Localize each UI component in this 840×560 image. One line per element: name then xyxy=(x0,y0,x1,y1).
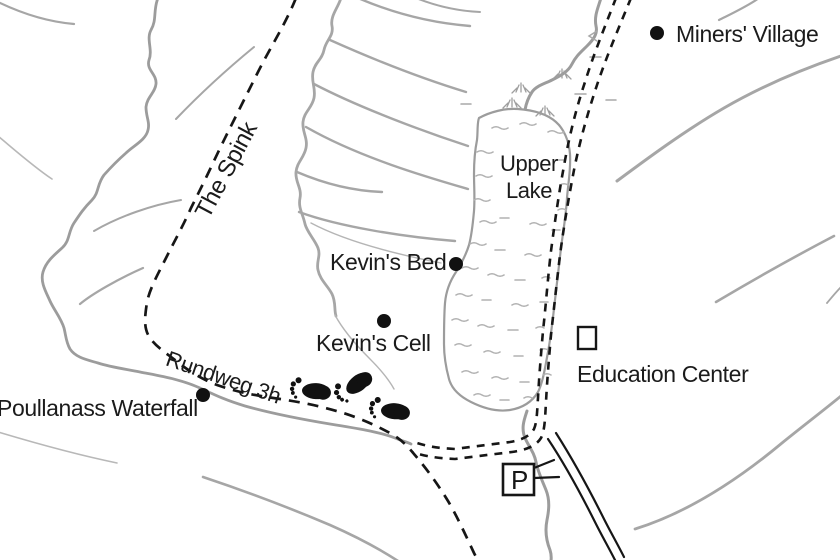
ridge-spur-line xyxy=(310,222,442,264)
hachure-line xyxy=(297,210,457,243)
contour-line xyxy=(717,0,759,22)
kevins-cell-dot-marker xyxy=(377,314,391,328)
lake-ripples xyxy=(451,121,569,401)
access-road xyxy=(532,431,626,560)
lake-inlet-stream xyxy=(522,0,602,118)
contour-line xyxy=(714,234,836,304)
parking-spur-line xyxy=(532,475,561,480)
contour-line xyxy=(78,266,145,306)
trails xyxy=(143,0,632,560)
kevins-bed-label: Kevin's Bed xyxy=(330,249,447,275)
contour-line xyxy=(0,1,76,26)
ridge-spur-line xyxy=(334,314,395,390)
contour-line xyxy=(0,431,118,464)
marsh-vegetation xyxy=(460,30,617,117)
miners-village-dot-marker xyxy=(650,26,664,40)
ridge-and-hachures xyxy=(294,0,481,390)
grass-tuft-icon xyxy=(502,97,522,109)
footprint xyxy=(368,396,410,420)
footprint xyxy=(333,372,373,403)
contour-line xyxy=(201,475,399,560)
river-stream xyxy=(40,0,413,446)
hachure-line xyxy=(328,38,468,94)
upper-lake xyxy=(442,107,572,412)
road-edge-line xyxy=(546,437,617,560)
road-edge-line xyxy=(554,431,626,559)
upper-lake-label-line1: Upper xyxy=(500,151,558,176)
contour-line xyxy=(633,395,840,531)
hachure-line xyxy=(418,0,481,13)
contour-line xyxy=(0,136,53,180)
upper-lake-shape xyxy=(442,107,572,412)
miners-village-label: Miners' Village xyxy=(676,21,819,47)
contour-line xyxy=(93,199,182,232)
stream-arrow-mark xyxy=(587,30,598,42)
kevins-cell-label: Kevin's Cell xyxy=(316,330,431,356)
spink-rundweg-trail-dashed xyxy=(143,0,480,560)
hachure-line xyxy=(304,125,470,191)
grass-tuft-icon xyxy=(511,82,531,94)
upper-lake-label-line2: Lake xyxy=(505,178,553,203)
poullanass-waterfall-label: Poullanass Waterfall xyxy=(0,395,198,421)
footprint xyxy=(289,377,331,400)
contour-line xyxy=(826,286,840,304)
hachure-line xyxy=(295,170,384,194)
poullanass-waterfall-dot-marker xyxy=(196,388,210,402)
parking-letter: P xyxy=(511,465,528,495)
contour-line xyxy=(615,54,840,183)
lakeside-track-dashed-inner xyxy=(413,0,617,451)
kevins-bed-dot-marker xyxy=(449,257,463,271)
education-center-building-icon xyxy=(576,325,598,351)
education-center-label: Education Center xyxy=(577,361,749,387)
contour-line xyxy=(175,46,255,120)
poi-markers xyxy=(196,26,664,402)
grass-tuft-icon xyxy=(552,68,572,80)
hachure-line xyxy=(312,82,470,148)
lakeside-track-dashed-outer xyxy=(411,0,632,461)
parking-square-icon xyxy=(501,462,536,497)
parking-spur-line xyxy=(532,458,556,470)
upper-lake-label: Upper Lake xyxy=(483,150,575,204)
footprints-icon xyxy=(289,372,410,420)
grass-tuft-icon xyxy=(535,105,555,117)
hachure-line xyxy=(359,0,472,28)
ridge-line xyxy=(294,0,342,318)
marsh-dash xyxy=(460,56,617,105)
